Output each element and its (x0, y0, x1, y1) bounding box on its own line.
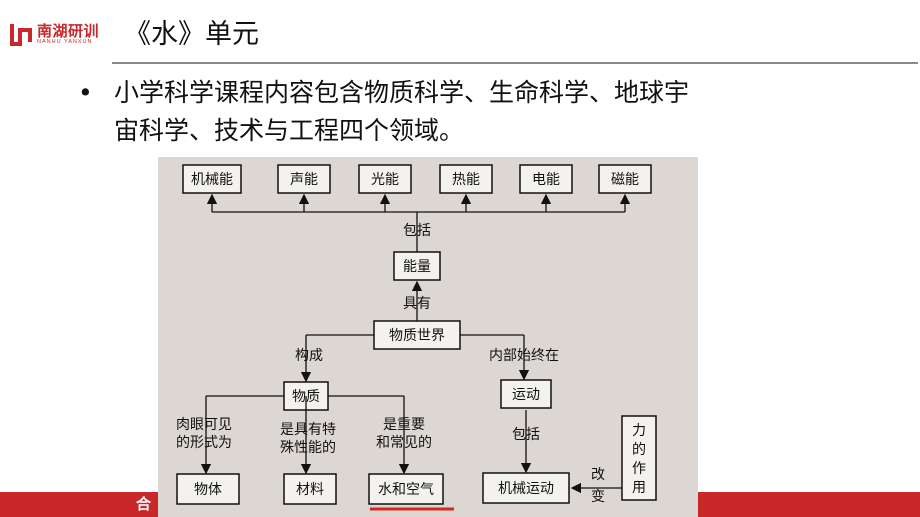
material-world-label: 物质世界 (389, 328, 445, 344)
edge-label-special-2: 殊性能的 (280, 440, 336, 456)
edge-label-composes: 构成 (295, 348, 323, 364)
energy-box-6 (598, 164, 652, 194)
bullet-line-1: 小学科学课程内容包含物质科学、生命科学、地球宇 (114, 78, 690, 107)
energy-box-5 (519, 164, 573, 194)
energy-type-row: 机械能 声能 光能 热能 电能 磁能 (182, 164, 652, 194)
force-label-4: 用 (632, 480, 646, 496)
bullet-paragraph: • 小学科学课程内容包含物质科学、生命科学、地球宇 宙科学、技术与工程四个领域。 (78, 74, 828, 150)
water-air-node-label: 水和空气 (378, 482, 434, 498)
energy-label-5: 电能 (532, 172, 560, 188)
footer-bar-left (0, 492, 158, 517)
energy-label-1: 机械能 (191, 172, 233, 188)
object-node-label: 物体 (194, 482, 222, 498)
motion-node-label: 运动 (512, 387, 540, 403)
edge-label-change-1: 改 (591, 467, 605, 483)
mechanical-motion-node (482, 472, 570, 504)
force-label-3: 作 (632, 461, 646, 477)
force-label-2: 的 (632, 442, 646, 458)
logo-text: 南湖研训 NANHU YANXUN (37, 23, 99, 46)
logo-name: 南湖研训 (37, 22, 100, 40)
edge-label-includes: 包括 (403, 223, 431, 239)
energy-box-4 (439, 164, 493, 194)
header: 南湖研训 NANHU YANXUN 《水》单元 (0, 0, 920, 64)
mechanical-motion-label: 机械运动 (498, 481, 554, 497)
substance-connectors (200, 395, 410, 475)
energy-label-3: 光能 (371, 172, 399, 188)
energy-label-6: 磁能 (611, 172, 639, 188)
world-connectors (300, 334, 530, 383)
logo: 南湖研训 NANHU YANXUN (10, 23, 99, 46)
edge-label-visible-1: 肉眼可见 (176, 417, 232, 433)
edge-label-always-in: 内部始终在 (489, 348, 559, 364)
edge-label-visible-2: 的形式为 (176, 435, 232, 451)
energy-label-2: 声能 (290, 172, 318, 188)
material-node (283, 473, 337, 505)
logo-pinyin: NANHU YANXUN (37, 39, 93, 45)
energy-box-1 (182, 164, 242, 194)
edge-label-change-2: 变 (591, 489, 605, 505)
energy-label-4: 热能 (452, 172, 480, 188)
edge-label-special-1: 是具有特 (280, 422, 336, 438)
energy-node-label: 能量 (403, 259, 431, 275)
edge-label-has: 具有 (403, 296, 431, 312)
edge-label-important-1: 是重要 (383, 417, 425, 433)
page-title: 《水》单元 (124, 19, 259, 50)
energy-box-3 (358, 164, 412, 194)
footer-label: 合 (136, 495, 152, 513)
footer-bar-right (698, 492, 920, 517)
force-node (621, 415, 657, 501)
bullet-line-2: 宙科学、技术与工程四个领域。 (114, 116, 465, 145)
motion-node (500, 379, 552, 409)
concept-map-figure: 机械能 声能 光能 热能 电能 磁能 包括 能量 具有 (158, 157, 698, 517)
object-node (176, 473, 240, 505)
energy-connectors (206, 193, 631, 252)
logo-mark-icon (10, 23, 34, 46)
material-node-label: 材料 (296, 482, 324, 498)
force-label-1: 力 (632, 423, 646, 439)
concept-map: 机械能 声能 光能 热能 电能 磁能 包括 能量 具有 (176, 164, 657, 511)
title-divider (112, 62, 918, 64)
edge-label-includes-bottom: 包括 (512, 427, 540, 443)
water-air-node (368, 473, 444, 505)
bullet-marker: • (78, 78, 93, 107)
edge-label-important-2: 和常见的 (376, 435, 432, 451)
energy-node (393, 251, 441, 281)
energy-box-2 (277, 164, 331, 194)
